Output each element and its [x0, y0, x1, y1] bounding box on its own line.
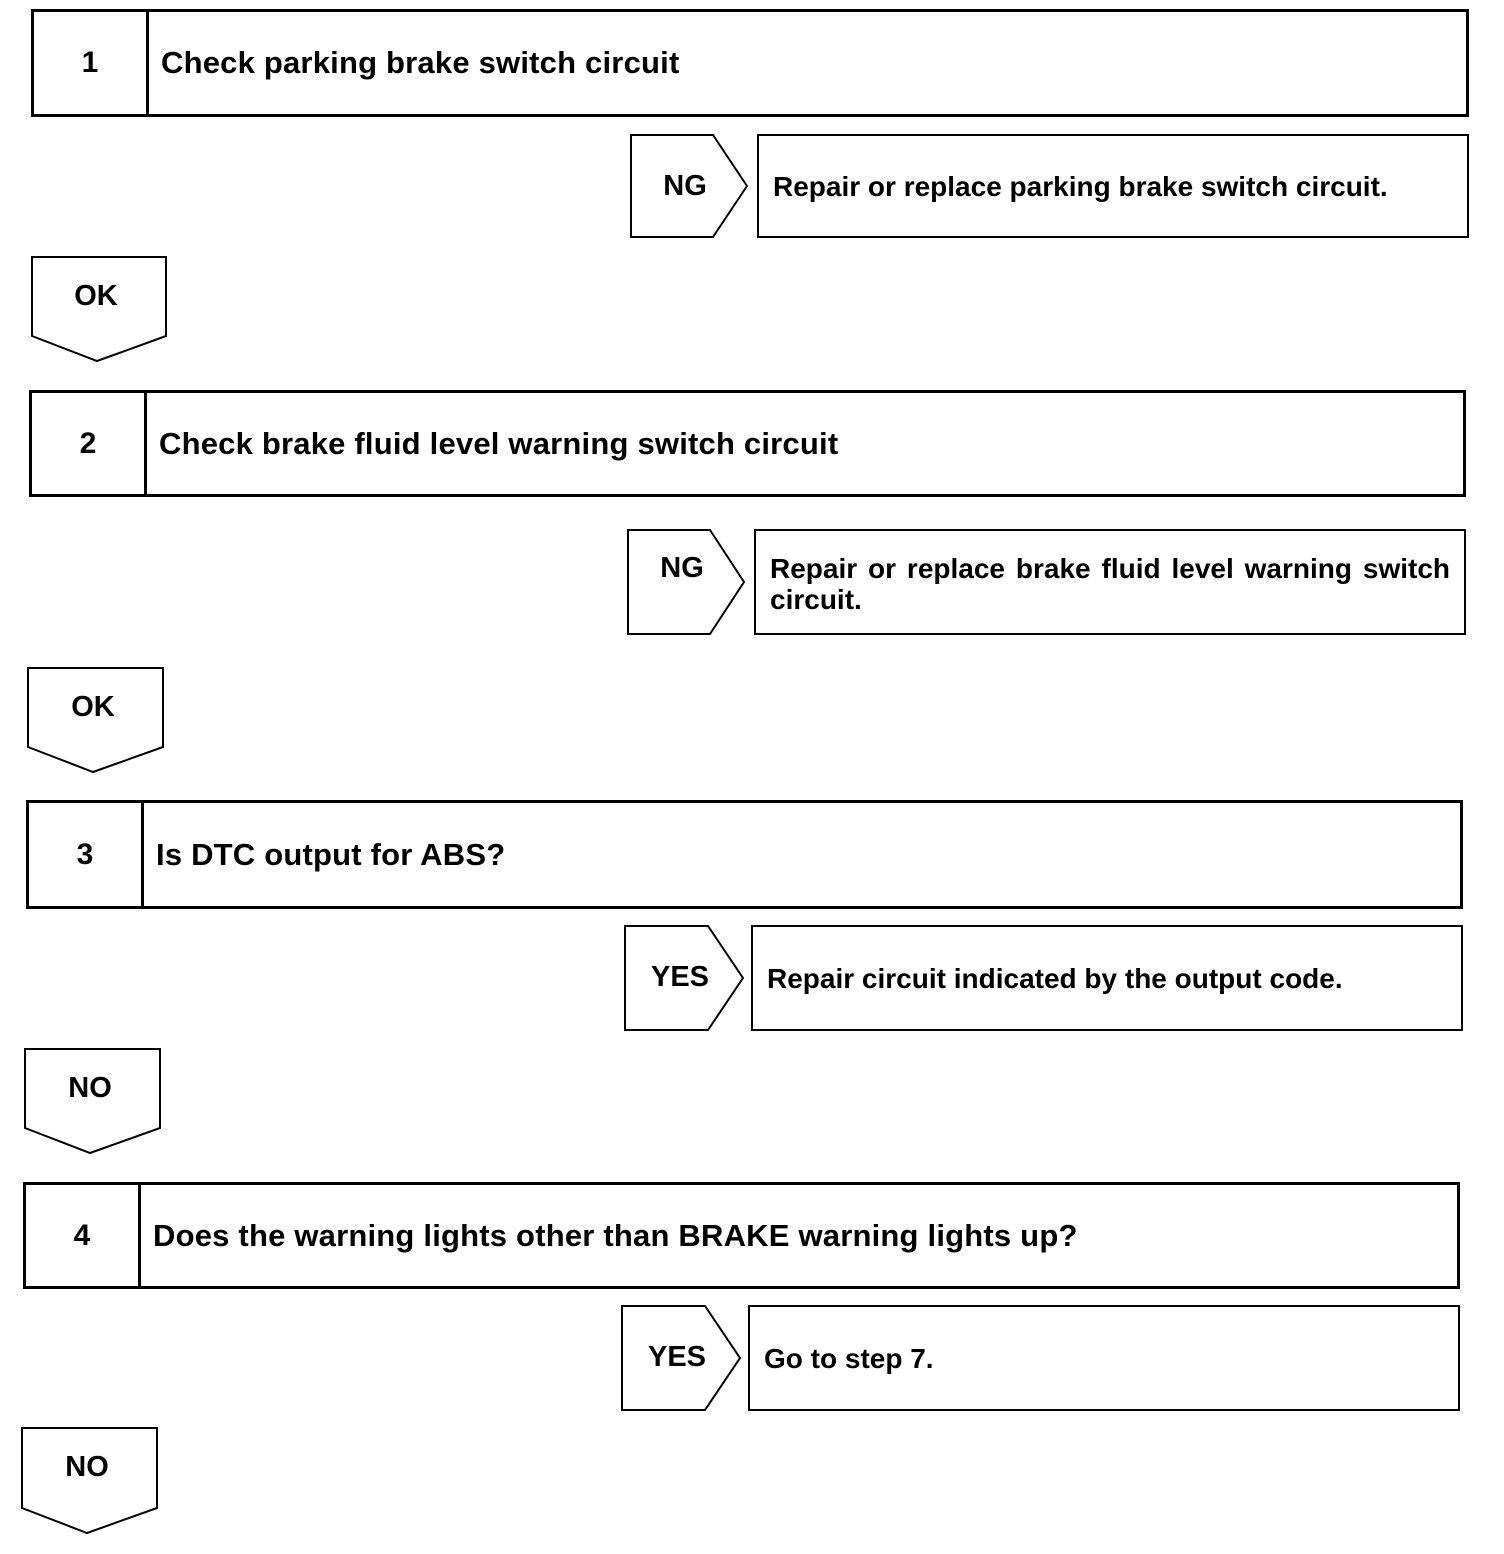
step-2-continue-arrow: OK — [27, 667, 164, 774]
step-2-branch-label: NG — [660, 552, 704, 584]
step-4-number: 4 — [26, 1185, 141, 1286]
step-1-text: Check parking brake switch circuit — [161, 45, 680, 80]
step-2-branch-result-text: Repair or replace brake fluid level warn… — [770, 553, 1450, 615]
step-3-continue-label: NO — [68, 1072, 112, 1104]
down-arrow-shape-icon — [24, 1048, 161, 1155]
step-3-branch-label: YES — [650, 961, 710, 993]
step-3-text: Is DTC output for ABS? — [156, 836, 506, 872]
right-arrow-shape-icon — [627, 529, 746, 635]
step-3-branch-result: Repair circuit indicated by the output c… — [751, 925, 1463, 1031]
right-arrow-shape-icon — [621, 1305, 742, 1411]
step-2-branch-result: Repair or replace brake fluid level warn… — [754, 529, 1466, 635]
step-3-branch-arrow: YES — [624, 925, 745, 1031]
step-1-number: 1 — [34, 12, 149, 114]
step-4-continue-arrow: NO — [21, 1427, 158, 1535]
step-2-text: Check brake fluid level warning switch c… — [159, 425, 839, 461]
step-2-continue-label: OK — [71, 691, 115, 723]
down-arrow-shape-icon — [27, 667, 164, 774]
step-3-branch-result-text: Repair circuit indicated by the output c… — [767, 962, 1343, 994]
step-4-branch-result: Go to step 7. — [748, 1305, 1460, 1411]
step-1-continue-label: OK — [74, 280, 118, 312]
step-4-continue-label: NO — [65, 1451, 109, 1483]
step-1-branch-label: NG — [663, 170, 707, 202]
step-1-branch-result-text: Repair or replace parking brake switch c… — [773, 170, 1388, 202]
step-1-branch-result: Repair or replace parking brake switch c… — [757, 134, 1469, 238]
step-2-box: 2 Check brake fluid level warning switch… — [29, 390, 1466, 497]
step-3-box: 3 Is DTC output for ABS? — [26, 800, 1463, 909]
step-4-box: 4 Does the warning lights other than BRA… — [23, 1182, 1460, 1289]
step-2-number: 2 — [32, 393, 147, 494]
step-4-branch-result-text: Go to step 7. — [764, 1342, 934, 1374]
step-3-continue-arrow: NO — [24, 1048, 161, 1155]
step-4-text: Does the warning lights other than BRAKE… — [153, 1217, 1078, 1253]
down-arrow-shape-icon — [31, 256, 167, 363]
right-arrow-shape-icon — [624, 925, 745, 1031]
down-arrow-shape-icon — [21, 1427, 158, 1535]
step-3-number: 3 — [29, 803, 144, 906]
step-1-box: 1 Check parking brake switch circuit — [31, 9, 1469, 117]
step-2-branch-arrow: NG — [627, 529, 746, 635]
step-4-branch-arrow: YES — [621, 1305, 742, 1411]
step-1-branch-arrow: NG — [630, 134, 749, 238]
right-arrow-shape-icon — [630, 134, 749, 238]
step-1-continue-arrow: OK — [31, 256, 167, 363]
step-4-branch-label: YES — [647, 1341, 707, 1373]
